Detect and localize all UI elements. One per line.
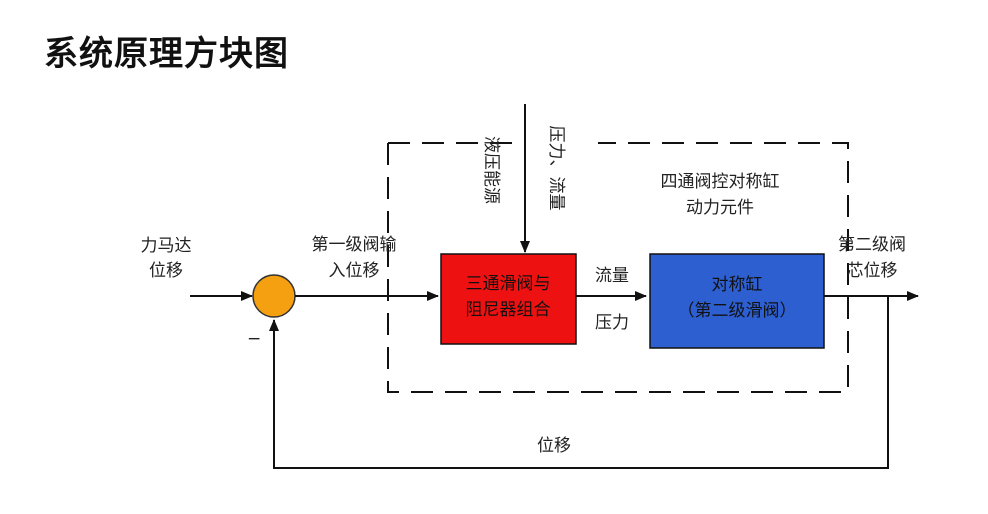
feedback-label: 位移 <box>537 436 571 456</box>
feedback-path <box>269 296 889 469</box>
boundary-label-1: 四通阀控对称缸 <box>661 171 780 192</box>
energy-label: 液压能源 <box>481 136 501 204</box>
stage1-label-1: 第一级阀输 <box>312 235 397 255</box>
input-label-1: 力马达 <box>141 236 192 256</box>
input-label-2: 位移 <box>149 261 183 281</box>
dashed-boundary <box>387 142 849 393</box>
block2-label-2: （第二级滑阀） <box>678 301 797 321</box>
block2-label-1: 对称缸 <box>712 274 763 295</box>
summing-junction <box>252 274 296 318</box>
block1-label-1: 三通滑阀与 <box>466 274 551 294</box>
block-symmetric-cylinder <box>649 253 825 349</box>
boundary-label-2: 动力元件 <box>686 198 754 218</box>
flow-label: 流量 <box>595 266 629 286</box>
page-title: 系统原理方块图 <box>44 34 289 74</box>
block1-label-2: 阻尼器组合 <box>466 300 551 320</box>
minus-sign: − <box>247 329 261 349</box>
supply-label: 压力、流量 <box>546 126 566 211</box>
output-label-1: 第二级阀 <box>838 235 906 255</box>
output-label-2: 芯位移 <box>847 261 898 281</box>
pressure-label: 压力 <box>595 313 629 333</box>
stage1-label-2: 入位移 <box>329 261 380 281</box>
block-three-way-valve <box>440 253 577 345</box>
